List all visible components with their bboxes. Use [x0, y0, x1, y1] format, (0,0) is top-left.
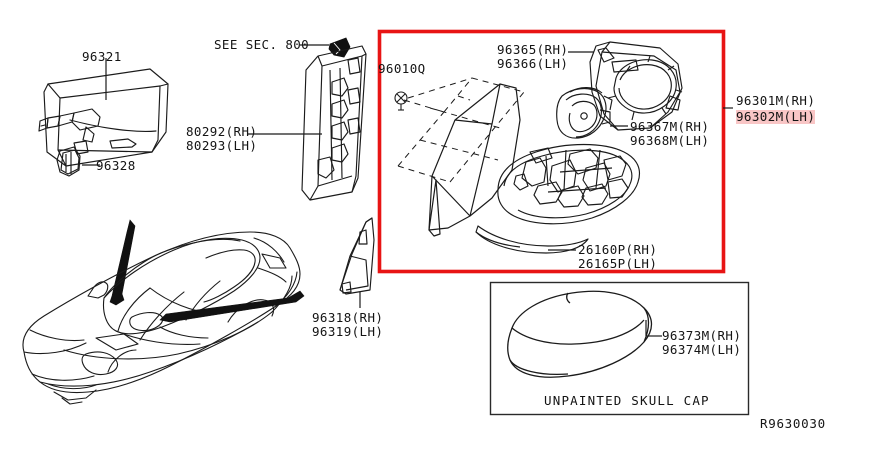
mirror-actuator-illustration	[556, 87, 613, 139]
screw-96010q-illustration	[394, 91, 408, 111]
label-glass-holder-rh: 96365(RH)	[497, 42, 569, 57]
assembly-dashed-lines	[397, 77, 525, 183]
label-puddle-lamp-lh: 26165P(LH)	[578, 256, 658, 271]
caption-unpainted-skull-cap: UNPAINTED SKULL CAP	[544, 393, 710, 408]
mirror-base-bracket-illustration	[428, 83, 521, 237]
label-puddle-lamp-rh: 26160P(RH)	[578, 242, 658, 257]
mirror-housing-illustration	[497, 143, 641, 225]
label-actuator-rh: 96367M(RH)	[630, 119, 710, 134]
label-skull-cap-rh: 96373M(RH)	[662, 328, 742, 343]
arrow-to-inside-mirror	[109, 219, 136, 306]
label-inside-mirror-base: 96328	[96, 158, 136, 173]
label-inside-mirror: 96321	[82, 49, 122, 64]
skull-cap-box	[489, 281, 750, 416]
corner-cover-illustration	[339, 217, 375, 295]
label-skull-cap-lh: 96374M(LH)	[662, 342, 742, 357]
label-screw-96010q: 96010Q	[378, 61, 426, 76]
label-see-sec-800: SEE SEC. 800	[214, 37, 310, 52]
pillar-trim-illustration	[301, 45, 367, 201]
label-mirror-assy-lh: 96302M(LH)	[736, 109, 816, 124]
arrow-to-door-mirror	[159, 290, 305, 323]
label-corner-cover-lh: 96319(LH)	[312, 324, 384, 339]
inside-mirror-illustration	[38, 68, 169, 167]
skull-cap-illustration	[507, 290, 653, 378]
puddle-lamp-illustration	[475, 225, 589, 254]
label-pillar-trim-rh: 80292(RH)	[186, 124, 258, 139]
label-glass-holder-lh: 96366(LH)	[497, 56, 569, 71]
label-pillar-trim-lh: 80293(LH)	[186, 138, 258, 153]
label-mirror-assy-rh: 96301M(RH)	[736, 93, 816, 108]
drawing-number: R9630030	[760, 416, 826, 431]
label-corner-cover-rh: 96318(RH)	[312, 310, 384, 325]
mirror-base-cover-illustration	[56, 146, 81, 177]
label-actuator-lh: 96368M(LH)	[630, 133, 710, 148]
see-sec-800-part-illustration	[328, 37, 351, 58]
vehicle-illustration	[22, 231, 301, 405]
red-callout-box	[377, 29, 726, 274]
mirror-glass-holder-illustration	[589, 41, 683, 131]
